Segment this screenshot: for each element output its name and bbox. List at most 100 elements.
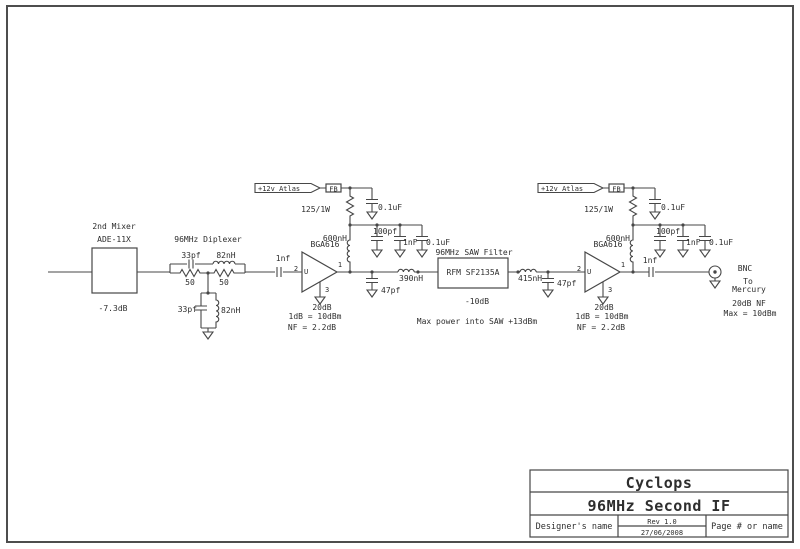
amp-nf: NF = 2.2dB <box>288 323 336 332</box>
junction-dot <box>370 270 374 274</box>
diplexer-cap-shunt: 33pf <box>178 305 197 314</box>
cap-row <box>654 225 711 250</box>
junction-dot <box>631 186 635 190</box>
bias-resistor-label: 125/1W <box>584 205 613 214</box>
junction-dot <box>516 270 520 274</box>
supply-flag <box>254 182 322 194</box>
diplexer-ind-shunt: 82nH <box>221 306 240 315</box>
junction-dot <box>398 223 402 227</box>
amp-refdes: U <box>587 268 591 276</box>
diplexer-top-branch <box>169 259 246 273</box>
supply-flag <box>537 182 605 194</box>
output-series-inductor-label: 390nH <box>399 274 423 283</box>
amp2-block: +12v Atlas FB 0.1uF 125/1W 100pf 1nF 0.1… <box>537 182 733 332</box>
cap-row2-label: 1nF <box>403 238 418 247</box>
title-block-dividers <box>530 491 788 537</box>
amp-pin-gnd: 3 <box>325 286 329 294</box>
revision: Rev 1.0 <box>647 518 677 526</box>
amp-pin-out: 1 <box>338 261 342 269</box>
ground-icon <box>708 280 722 289</box>
amp-refdes: U <box>304 268 308 276</box>
junction-dot <box>631 223 635 227</box>
title-block: Cyclops 96MHz Second IF Designer's name … <box>529 469 789 538</box>
cap-decouple-label: 0.1uF <box>661 203 685 212</box>
output-series-inductor <box>397 268 415 273</box>
supply-flag-label: +12v Atlas <box>541 185 583 193</box>
ground-icon <box>365 289 379 298</box>
ground-icon <box>365 211 379 220</box>
date: 27/06/2008 <box>641 529 683 537</box>
dest-line2: Mercury <box>732 285 766 294</box>
cap-decouple <box>366 188 378 212</box>
ground-icon <box>370 249 429 258</box>
mixer-box <box>91 247 138 294</box>
title-block-frame <box>529 469 789 538</box>
diplexer-block: 96MHz Diplexer 33pf 82nH 50 50 33pf 82nH <box>169 235 246 340</box>
ferrite-bead-label: FB <box>612 186 620 194</box>
diplexer-cap-series: 33pf <box>181 251 200 260</box>
diplexer-title: 96MHz Diplexer <box>174 235 242 244</box>
choke-inductor <box>629 225 634 272</box>
amp-part-label: BGA616 <box>594 240 623 249</box>
ground-icon <box>653 249 712 258</box>
choke-inductor <box>346 225 351 272</box>
bias-resistor-label: 125/1W <box>301 205 330 214</box>
diplexer-shunt-tank <box>195 273 220 332</box>
junction-dot <box>631 270 635 274</box>
bias-resistor <box>345 188 355 225</box>
saw-title: 96MHz SAW Filter <box>435 248 512 257</box>
saw-note: Max power into SAW +13dBm <box>417 317 538 326</box>
ground-icon <box>648 211 662 220</box>
page-border <box>6 5 794 543</box>
ferrite-bead-box <box>325 183 342 193</box>
junction-dot <box>375 223 379 227</box>
amp1-block: +12v Atlas FB 0.1uF 125/1W 100pf 1nF 0.1… <box>254 182 450 332</box>
diplexer-res-left: 50 <box>185 278 195 287</box>
saw-filter-block: 96MHz SAW Filter RFM SF2135A -10dB Max p… <box>417 248 577 326</box>
input-cap <box>276 267 282 277</box>
junction-dot <box>348 186 352 190</box>
amp-pin-in: 2 <box>294 265 298 273</box>
ground-icon <box>541 289 555 298</box>
choke-label: 600nH <box>606 234 630 243</box>
cap-row3-label: 0.1uF <box>709 238 733 247</box>
ground-icon <box>313 296 327 305</box>
saw-output-inductor <box>519 268 537 273</box>
diplexer-ind-series: 82nH <box>216 251 235 260</box>
output-shunt-cap <box>366 272 378 290</box>
saw-output-cap <box>542 272 554 290</box>
dest-line1: To <box>743 277 753 286</box>
project-name: Cyclops <box>626 474 693 492</box>
saw-loss: -10dB <box>465 297 489 306</box>
input-cap-label: 1nf <box>276 254 291 263</box>
output-block: BNC To Mercury 20dB NF Max = 10dBm <box>708 264 777 318</box>
junction-dot <box>681 223 685 227</box>
amp-pin-out: 1 <box>621 261 625 269</box>
cap-decouple-label: 0.1uF <box>378 203 402 212</box>
ground-icon <box>201 331 215 340</box>
cap-row <box>371 225 428 250</box>
mixer-title: 2nd Mixer <box>92 222 136 231</box>
supply-flag-label: +12v Atlas <box>258 185 300 193</box>
bnc-label: BNC <box>738 264 753 273</box>
amp-gain: 20dB <box>312 303 331 312</box>
ferrite-bead-label: FB <box>329 186 337 194</box>
ferrite-bead-box <box>608 183 625 193</box>
saw-box <box>437 257 509 289</box>
mixer-part: ADE-11X <box>97 235 131 244</box>
amp-pin-gnd: 3 <box>608 286 612 294</box>
output-cap <box>648 267 654 277</box>
cap-decouple <box>649 188 661 212</box>
amp-gain: 20dB <box>594 303 613 312</box>
saw-output-cap-label: 47pf <box>557 279 576 288</box>
amp-pin-in: 2 <box>577 265 581 273</box>
saw-output-inductor-label: 415nH <box>518 274 542 283</box>
mixer-block: 2nd Mixer ADE-11X -7.3dB <box>91 222 138 313</box>
junction-dot <box>206 291 210 295</box>
output-cap-label: 1nf <box>643 256 658 265</box>
amp-p1db: 1dB = 10dBm <box>576 312 629 321</box>
sheet-title: 96MHz Second IF <box>588 497 731 515</box>
saw-part: RFM SF2135A <box>447 268 500 277</box>
